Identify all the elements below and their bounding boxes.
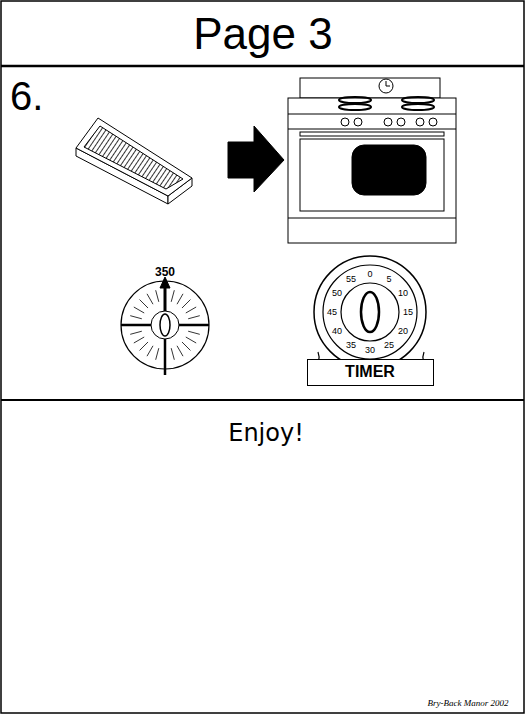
oven-knob — [341, 118, 349, 126]
oven-clock — [379, 79, 393, 93]
oven-body — [288, 98, 456, 243]
temperature-value: 350 — [155, 266, 175, 278]
timer-minute: 45 — [327, 308, 337, 317]
oven-drawer — [288, 218, 456, 219]
timer-ring — [323, 265, 417, 359]
dial-tick — [188, 331, 200, 334]
timer-minute: 20 — [398, 327, 408, 336]
oven-clock-hands — [386, 81, 390, 86]
dial-tick — [134, 307, 144, 313]
dial-pointer — [164, 285, 167, 311]
oven-handle — [300, 132, 444, 136]
oven-knob — [397, 118, 405, 126]
oven-knob — [416, 118, 424, 126]
oven-window — [352, 145, 426, 195]
timer-inner — [341, 283, 399, 341]
oven-door — [300, 139, 444, 211]
arrow-symbol — [228, 126, 284, 192]
oven-panel-edge — [288, 129, 456, 130]
dial-tick — [171, 348, 174, 360]
pan-bottom — [84, 126, 183, 189]
oven-knob — [429, 118, 437, 126]
timer-label-box: TIMER — [307, 359, 434, 386]
dial-tick — [140, 300, 148, 308]
watermark: Bry-Back Manor 2002 — [428, 699, 509, 708]
burner — [402, 97, 434, 103]
timer-minute: 50 — [332, 289, 342, 298]
timer-knob — [361, 292, 379, 332]
dial-tick — [156, 290, 159, 302]
dial-tick — [188, 316, 200, 319]
dial-tick — [171, 290, 174, 302]
dial-tick — [156, 348, 159, 360]
dial-knob — [160, 314, 170, 336]
dial-tick — [182, 342, 190, 350]
dial-tick — [130, 331, 142, 334]
dial-hub — [151, 311, 179, 339]
dial-tick — [147, 294, 153, 304]
dial-tick — [147, 346, 153, 356]
page-title: Page 3 — [0, 12, 526, 56]
oven-knob — [354, 118, 362, 126]
dial-tick — [130, 316, 142, 319]
burner — [402, 104, 434, 110]
timer-body — [314, 256, 426, 368]
dial-tick — [186, 307, 196, 313]
timer-minute: 30 — [365, 346, 375, 355]
dial-tick — [182, 300, 190, 308]
timer-minute: 0 — [367, 270, 372, 279]
oven-knob — [384, 118, 392, 126]
timer-minute: 35 — [346, 340, 356, 349]
timer-minute: 25 — [384, 340, 394, 349]
timer-minute: 40 — [332, 327, 342, 336]
dial-tick — [186, 337, 196, 343]
dial-tick — [140, 342, 148, 350]
step-panel: 6. TIMER — [1, 65, 524, 401]
burner — [339, 104, 371, 110]
timer-minute: 15 — [403, 308, 413, 317]
pan-rim — [76, 118, 192, 196]
closing-note: Enjoy! — [228, 421, 304, 445]
dial-tick — [177, 346, 183, 356]
dial-tick — [134, 337, 144, 343]
dial-pointer-head — [160, 277, 170, 288]
timer-minute: 10 — [398, 289, 408, 298]
timer-label: TIMER — [345, 364, 395, 380]
step-number: 6. — [10, 76, 43, 116]
timer-minute: 55 — [346, 275, 356, 284]
timer-minute: 5 — [386, 275, 391, 284]
oven-backsplash — [300, 78, 440, 98]
burner — [339, 97, 371, 103]
dial-cross — [164, 337, 167, 375]
oven-cooktop-edge — [288, 114, 456, 115]
dial-tick — [177, 294, 183, 304]
